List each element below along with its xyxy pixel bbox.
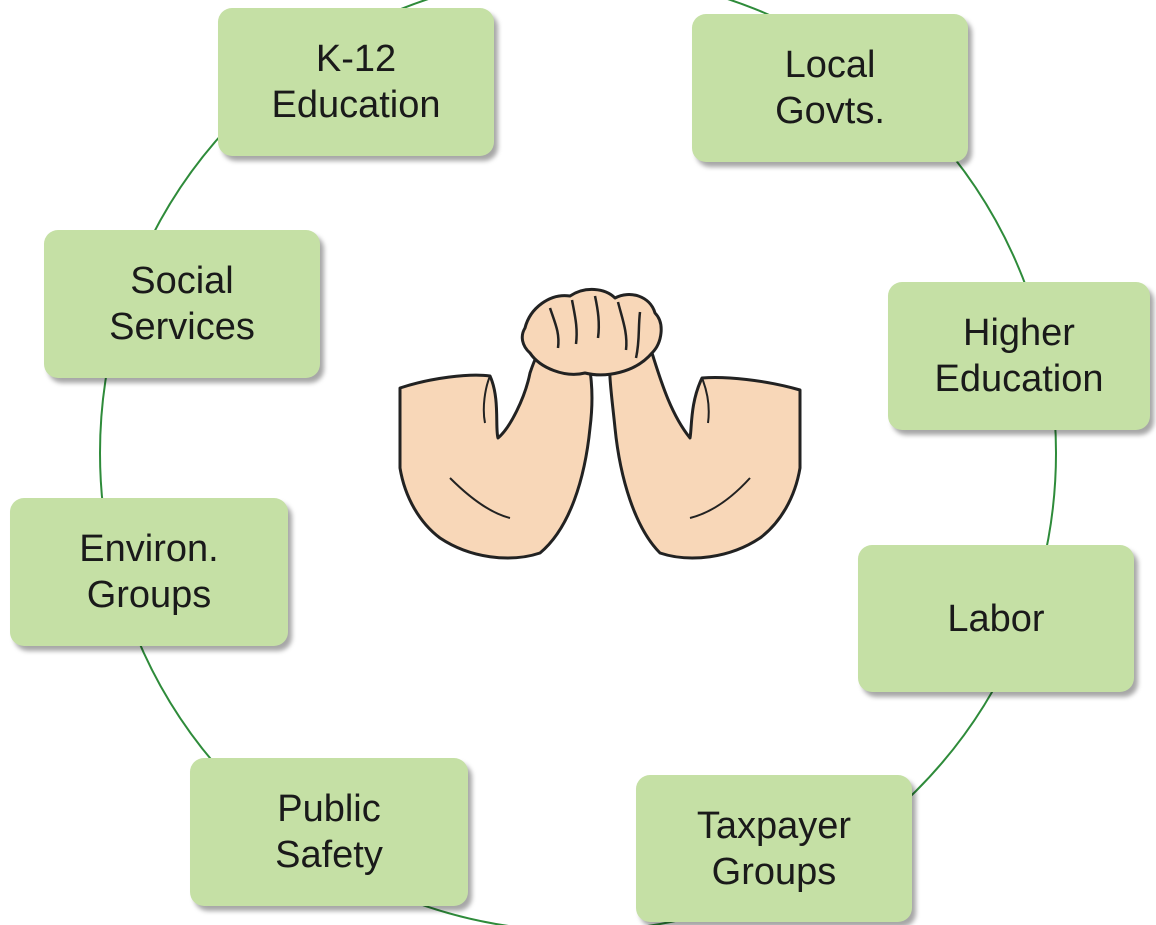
node-label-line: Taxpayer <box>696 804 852 847</box>
node-labor: Labor <box>858 545 1134 692</box>
node-environ-groups: Environ. Groups <box>10 498 288 646</box>
node-label-line: Education <box>934 358 1104 400</box>
arm-wrestling-arms-icon <box>398 288 802 560</box>
node-label-line: Safety <box>275 834 383 876</box>
node-local-govts: Local Govts. <box>692 14 968 162</box>
node-label-line: Local <box>784 44 876 86</box>
node-label-line: Groups <box>711 850 837 893</box>
node-label-line: K-12 <box>315 38 397 80</box>
node-label-line: Govts. <box>775 90 885 132</box>
node-label-line: Groups <box>86 574 212 616</box>
node-public-safety: Public Safety <box>190 758 468 906</box>
node-label-line: Higher <box>963 312 1075 354</box>
node-label-line: Education <box>271 84 441 126</box>
node-label-line: Social <box>130 260 234 302</box>
node-higher-education: Higher Education <box>888 282 1150 430</box>
node-label-line: Labor <box>947 597 1045 640</box>
node-taxpayer-groups: Taxpayer Groups <box>636 775 912 922</box>
node-label-line: Public <box>277 788 381 830</box>
node-social-services: Social Services <box>44 230 320 378</box>
node-k12-education: K-12 Education <box>218 8 494 156</box>
node-label-line: Environ. <box>79 528 219 570</box>
node-label-line: Services <box>109 306 255 348</box>
